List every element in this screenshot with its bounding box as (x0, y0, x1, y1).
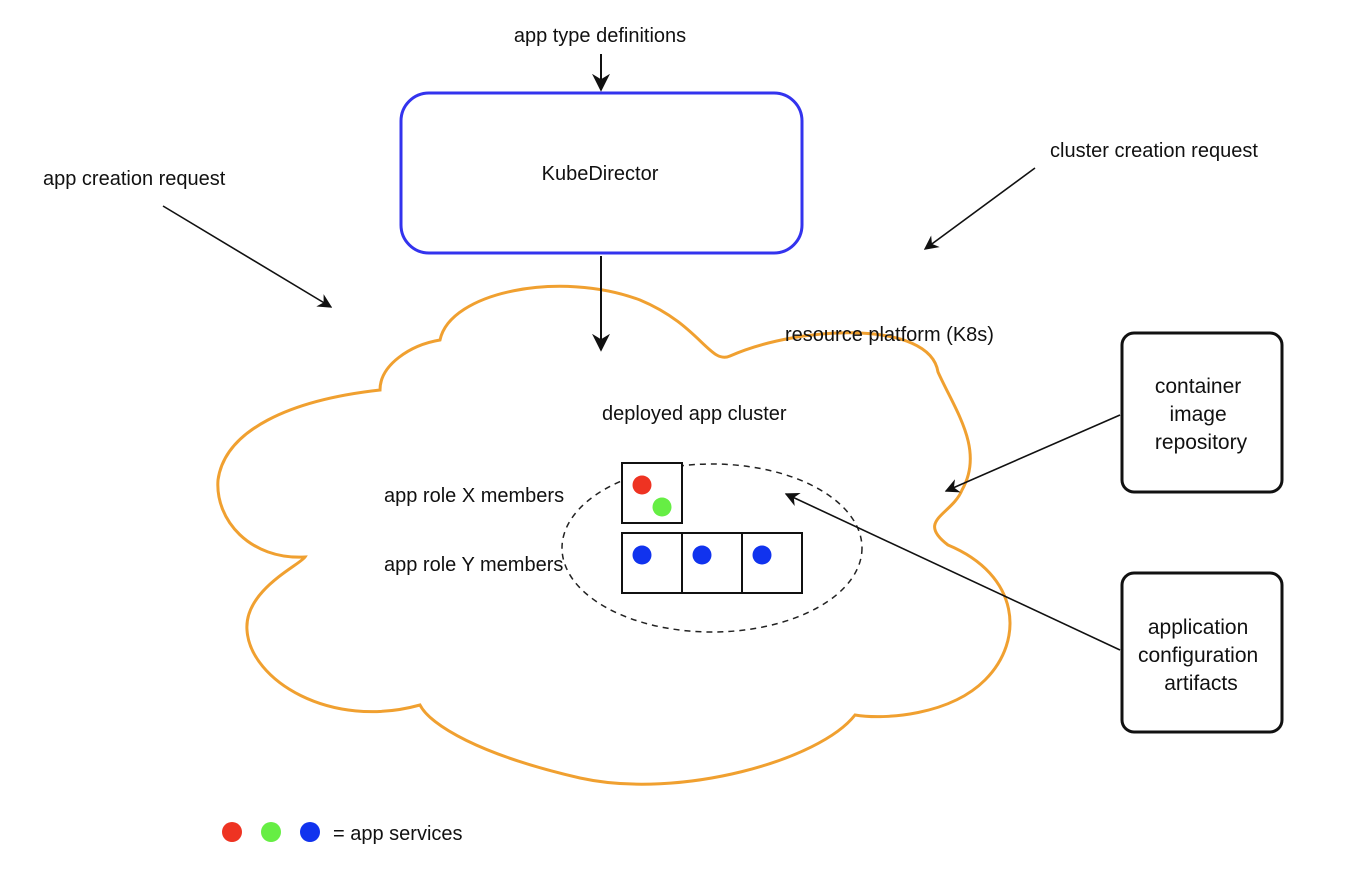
kubedirector-box (399, 91, 804, 255)
app-role-x-members (621, 462, 683, 524)
app-role-x-label: app role X members (384, 485, 564, 507)
resource-platform-cloud (216, 284, 1012, 786)
arrow-application-configuration (784, 492, 1121, 651)
legend-label: = app services (333, 823, 463, 845)
role-y-member-box (621, 532, 683, 594)
role-y-app-service-dot (692, 545, 712, 565)
cluster-creation-request-label: cluster creation request (1050, 140, 1258, 162)
role-x-app-service-dot (652, 497, 672, 517)
resource-platform-label: resource platform (K8s) (785, 324, 994, 346)
app-config-line-3: artifacts (1164, 672, 1238, 695)
deployed-app-cluster-label: deployed app cluster (602, 403, 787, 425)
legend-service-dot (222, 822, 242, 842)
legend-service-dot (300, 822, 320, 842)
kubedirector-label: KubeDirector (542, 163, 659, 185)
container-repo-line-2: image (1169, 403, 1226, 426)
app-role-y-label: app role Y members (384, 554, 563, 576)
role-x-app-service-dot (632, 475, 652, 495)
role-y-app-service-dot (752, 545, 772, 565)
container-image-repository-label: container image repository (1155, 375, 1248, 454)
legend-service-dot (261, 822, 281, 842)
role-x-member-box (621, 462, 683, 524)
deployed-app-cluster-ellipse (561, 463, 863, 633)
application-configuration-artifacts-label: application configuration artifacts (1138, 616, 1264, 695)
arrow-cluster-creation-request (923, 167, 1036, 250)
arrow-app-creation-request (162, 205, 333, 308)
role-y-app-service-dot (632, 545, 652, 565)
container-repo-line-1: container (1155, 375, 1241, 398)
application-configuration-artifacts-box (1120, 571, 1284, 734)
legend (222, 822, 320, 842)
app-config-line-1: application (1148, 616, 1248, 639)
container-image-repository-box (1120, 331, 1284, 494)
app-creation-request-label: app creation request (43, 168, 226, 190)
app-config-line-2: configuration (1138, 644, 1258, 667)
container-repo-line-3: repository (1155, 431, 1248, 454)
role-y-member-box (681, 532, 743, 594)
arrow-container-repository (944, 414, 1121, 493)
role-y-member-box (741, 532, 803, 594)
app-type-definitions-label: app type definitions (514, 25, 686, 47)
app-role-y-members (621, 532, 803, 594)
